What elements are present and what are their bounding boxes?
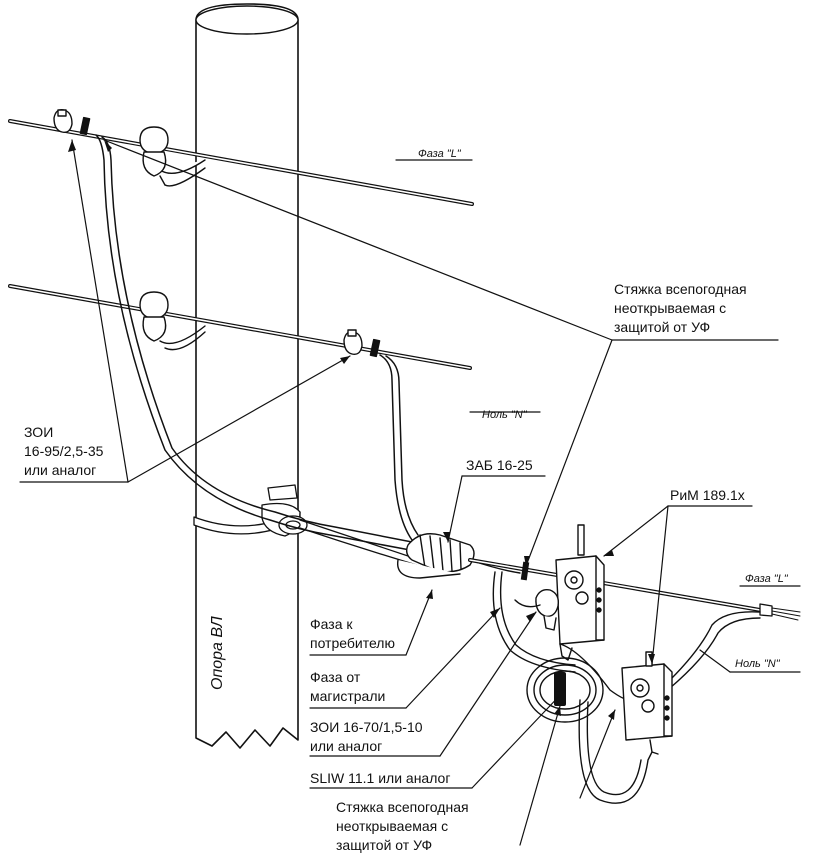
neutral-cable-right (669, 611, 761, 689)
callout-phase-from-main-line-2: магистрали (310, 688, 385, 704)
zab-clamp (396, 533, 521, 579)
callout-zoi-top: ЗОИ 16-95/2,5-35 или аналог (24, 424, 104, 478)
drop-cable-phase (95, 134, 413, 551)
callout-zab: ЗАБ 16-25 (466, 457, 533, 473)
callout-tie-top-line-1: Стяжка всепогодная (614, 281, 747, 297)
leader-lines (19, 139, 801, 846)
callout-tie-top: Стяжка всепогодная неоткрываемая с защит… (614, 281, 747, 335)
callout-tie-bottom-line-1: Стяжка всепогодная (336, 799, 469, 815)
callout-zoi-top-line-1: ЗОИ (24, 424, 53, 440)
callout-zoi-bottom-line-1: ЗОИ 16-70/1,5-10 (310, 719, 423, 735)
drop-cable-neutral (379, 354, 419, 541)
callout-tie-top-line-2: неоткрываемая с (614, 300, 726, 316)
callout-phase-from-main-line-1: Фаза от (310, 669, 361, 685)
wire-label-neutral: Ноль "N" (482, 409, 528, 421)
twisted-cable (299, 519, 421, 567)
callout-zoi-bottom-line-2: или аналог (310, 738, 382, 754)
wire-label-neutral-right: Ноль "N" (735, 658, 781, 670)
callout-zoi-bottom: ЗОИ 16-70/1,5-10 или аналог (310, 719, 423, 754)
tie-mark-1 (520, 561, 530, 581)
callout-phase-to-consumer-line-2: потребителю (310, 635, 395, 651)
rim-device-2 (621, 651, 673, 755)
callout-sliw: SLIW 11.1 или аналог (310, 770, 450, 786)
callout-rim: РиМ 189.1х (670, 487, 745, 503)
zoi-small-clamp (535, 588, 560, 631)
insulator-top (139, 126, 206, 187)
callout-zoi-top-line-3: или аналог (24, 462, 96, 478)
consumer-loop (578, 699, 653, 804)
tie-mark-2 (554, 672, 566, 706)
pole-bracket (193, 484, 308, 537)
insulator-mid (139, 291, 206, 351)
clamp-neutral (343, 329, 381, 358)
rim-device-1 (555, 524, 605, 661)
phase-wire-top (8, 119, 474, 206)
callout-tie-bottom: Стяжка всепогодная неоткрываемая с защит… (336, 799, 469, 853)
neutral-wire (8, 284, 472, 370)
phase-wire-right (468, 558, 801, 621)
callout-tie-bottom-line-3: защитой от УФ (336, 837, 432, 853)
callout-phase-to-consumer: Фаза к потребителю (310, 616, 395, 651)
callout-phase-to-consumer-line-1: Фаза к (310, 616, 353, 632)
wire-label-phase-top: Фаза "L" (418, 148, 462, 160)
pole: Опора ВЛ (195, 3, 299, 749)
sliw-loop (526, 657, 604, 723)
arrowheads (68, 140, 655, 720)
clamp-top (53, 108, 91, 136)
callout-zoi-top-line-2: 16-95/2,5-35 (24, 443, 104, 459)
callout-tie-top-line-3: защитой от УФ (614, 319, 710, 335)
callout-tie-bottom-line-2: неоткрываемая с (336, 818, 448, 834)
wire-label-phase-right: Фаза "L" (745, 573, 789, 585)
callout-phase-from-main: Фаза от магистрали (310, 669, 385, 704)
pole-label: Опора ВЛ (209, 616, 226, 690)
